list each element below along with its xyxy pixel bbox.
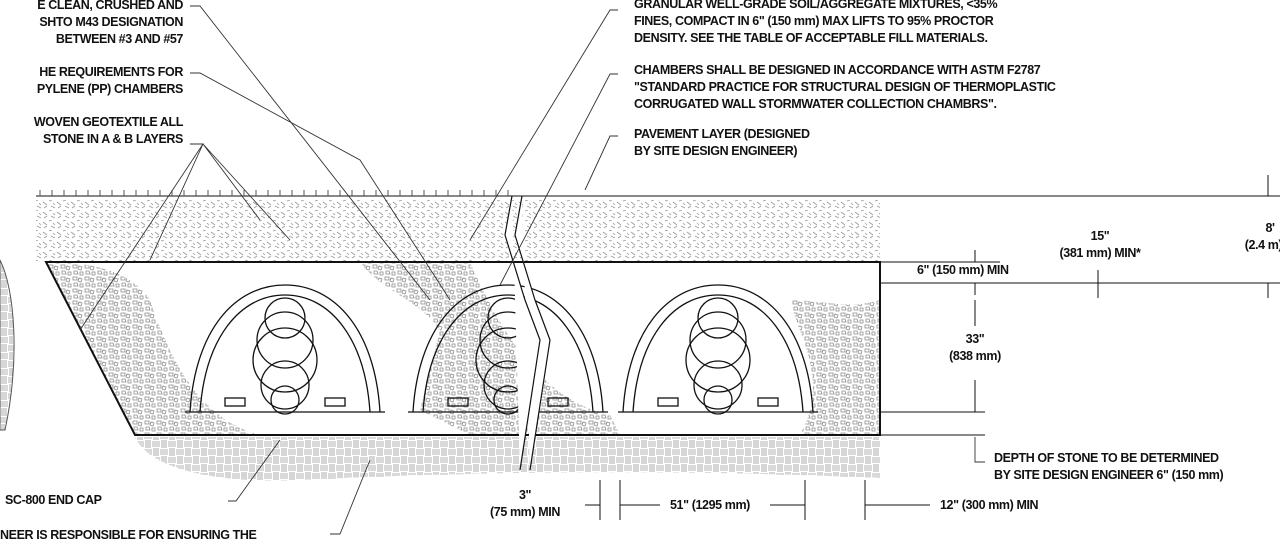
subgrade	[135, 437, 880, 481]
grass-marks	[39, 190, 509, 196]
note-line: PYLENE (PP) CHAMBERS	[36, 82, 184, 96]
note-line: PAVEMENT LAYER (DESIGNED	[634, 127, 810, 141]
dim-cover: 15" (381 mm) MIN*	[1040, 228, 1160, 262]
fill-layer	[36, 200, 880, 262]
dim-line: (381 mm) MIN*	[1059, 246, 1141, 260]
dim-line: (75 mm) MIN	[490, 505, 560, 519]
note-line: STONE IN A & B LAYERS	[42, 132, 183, 146]
dim-stone-above: 6" (150 mm) MIN	[917, 263, 1009, 277]
dim-line: (838 mm)	[949, 349, 1001, 363]
note-line: SHTO M43 DESIGNATION	[39, 15, 183, 29]
dim-spacing: 3" (75 mm) MIN	[470, 487, 580, 521]
chambers	[185, 284, 818, 415]
note-fill: GRANULAR WELL-GRADE SOIL/AGGREGATE MIXTU…	[634, 0, 998, 47]
dim-chamber-width: 51" (1295 mm)	[670, 498, 750, 512]
note-line: CHAMBERS SHALL BE DESIGNED IN ACCORDANCE…	[634, 63, 1041, 77]
dim-line: 33"	[965, 332, 985, 346]
note-stone-spec: E CLEAN, CRUSHED AND SHTO M43 DESIGNATIO…	[0, 0, 183, 48]
note-line: FINES, COMPACT IN 6" (150 mm) MAX LIFTS …	[634, 14, 994, 28]
dimension-lines	[585, 175, 1280, 520]
note-line: HE REQUIREMENTS FOR	[39, 65, 183, 79]
note-line: DENSITY. SEE THE TABLE OF ACCEPTABLE FIL…	[634, 31, 988, 45]
note-line: GRANULAR WELL-GRADE SOIL/AGGREGATE MIXTU…	[634, 0, 998, 11]
dim-line: (2.4 m) M	[1244, 238, 1280, 252]
dim-side-clearance: 12" (300 mm) MIN	[940, 498, 1039, 512]
end-cap	[0, 259, 15, 431]
dim-chamber-height: 33" (838 mm)	[935, 331, 1015, 365]
chamber-1	[185, 284, 385, 415]
note-line: BETWEEN #3 AND #57	[55, 32, 184, 46]
note-line: DEPTH OF STONE TO BE DETERMINED	[994, 451, 1219, 465]
note-line: BY SITE DESIGN ENGINEER)	[634, 144, 798, 158]
note-line: "STANDARD PRACTICE FOR STRUCTURAL DESIGN…	[634, 80, 1056, 94]
note-line: BY SITE DESIGN ENGINEER 6" (150 mm)	[994, 468, 1224, 482]
note-depth: DEPTH OF STONE TO BE DETERMINED BY SITE …	[994, 450, 1224, 484]
dim-line: 8'	[1265, 221, 1275, 235]
note-line: E CLEAN, CRUSHED AND	[37, 0, 183, 12]
note-line: WOVEN GEOTEXTILE ALL	[33, 115, 184, 129]
leader-lines	[79, 5, 985, 535]
stone-patches	[46, 262, 880, 435]
dim-line: 3"	[518, 488, 532, 502]
chamber-3	[618, 284, 818, 415]
note-pp-requirements: HE REQUIREMENTS FOR PYLENE (PP) CHAMBERS	[0, 64, 184, 98]
chamber-2	[408, 284, 608, 415]
note-astm: CHAMBERS SHALL BE DESIGNED IN ACCORDANCE…	[634, 62, 1056, 113]
note-end-cap: SC-800 END CAP	[5, 493, 102, 507]
note-pavement: PAVEMENT LAYER (DESIGNED BY SITE DESIGN …	[634, 126, 810, 160]
dim-max-cover: 8' (2.4 m) M	[1220, 220, 1280, 254]
note-line: CORRUGATED WALL STORMWATER COLLECTION CH…	[634, 97, 997, 111]
dim-line: 15"	[1090, 229, 1110, 243]
note-engineer: NEER IS RESPONSIBLE FOR ENSURING THE	[0, 528, 257, 542]
break-line	[504, 195, 551, 471]
note-geotextile: WOVEN GEOTEXTILE ALL STONE IN A & B LAYE…	[0, 114, 184, 148]
